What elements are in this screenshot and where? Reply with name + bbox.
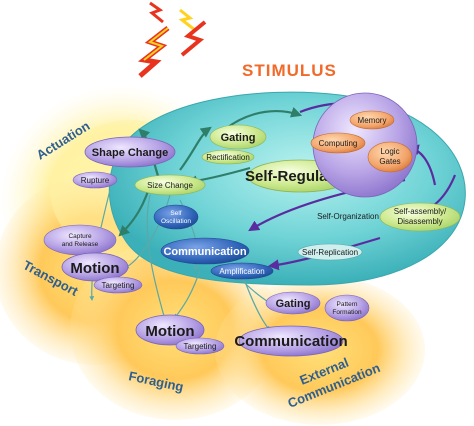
label-self-assembly-line2: Disassembly (397, 217, 442, 226)
node-amplification (210, 262, 274, 280)
label-pattern-line1: Pattern (337, 301, 358, 308)
label-self-replication: Self-Replication (302, 248, 358, 257)
node-rupture (72, 171, 118, 189)
node-memory (349, 110, 395, 130)
node-logic-gates (367, 141, 413, 173)
node-rectification (201, 149, 255, 165)
label-computing: Computing (319, 139, 358, 148)
node-gating-top (209, 124, 267, 150)
label-self-assembly-line1: Self-assembly/ (394, 207, 447, 216)
label-pattern-line2: Formation (332, 309, 362, 316)
node-gating-bottom (265, 291, 321, 315)
label-logic-line2: Gates (379, 157, 400, 166)
label-rupture: Rupture (81, 176, 110, 185)
node-computing (310, 132, 366, 154)
label-communication-inner: Communication (163, 246, 246, 258)
label-capture-line2: and Release (62, 241, 99, 248)
label-communication-bottom: Communication (234, 333, 347, 350)
node-motion-bottom (135, 314, 205, 346)
label-motion-bottom: Motion (145, 323, 194, 340)
arrow-size-to-motion (124, 194, 171, 269)
label-gating-bottom: Gating (276, 298, 311, 310)
node-shape-change (84, 136, 176, 168)
label-logic-line1: Logic (380, 147, 399, 156)
node-targeting-bottom (175, 337, 225, 355)
node-self-assembly (379, 202, 461, 232)
node-self-oscillation (153, 204, 199, 230)
label-size-change: Size Change (147, 181, 193, 190)
node-capture-release (43, 224, 117, 256)
node-self-replication (297, 243, 363, 261)
label-targeting-left: Targeting (102, 281, 135, 290)
node-motion-left (61, 252, 129, 282)
arrow-size-to-foraging (146, 194, 167, 321)
stimulus-title: STIMULUS (242, 61, 337, 80)
label-shape-change: Shape Change (92, 147, 168, 159)
label-self-oscillation-line1: Self (170, 210, 181, 217)
label-capture-line1: Capture (68, 233, 92, 240)
node-pattern-formation (324, 294, 370, 322)
arrow-size-to-gating (179, 126, 212, 171)
node-size-change (134, 174, 206, 196)
lightning-bolt-icon (137, 1, 207, 78)
label-targeting-bottom: Targeting (184, 342, 217, 351)
node-communication-bottom (238, 325, 344, 357)
label-motion-left: Motion (70, 260, 119, 277)
node-communication-inner (160, 237, 250, 265)
label-self-organization: Self-Organization (317, 212, 379, 221)
label-memory: Memory (358, 116, 387, 125)
node-targeting-left (93, 276, 143, 294)
label-self-oscillation-line2: Oscillation (161, 218, 191, 225)
label-rectification: Rectification (206, 153, 250, 162)
label-amplification: Amplification (219, 267, 264, 276)
label-gating-top: Gating (221, 132, 256, 144)
